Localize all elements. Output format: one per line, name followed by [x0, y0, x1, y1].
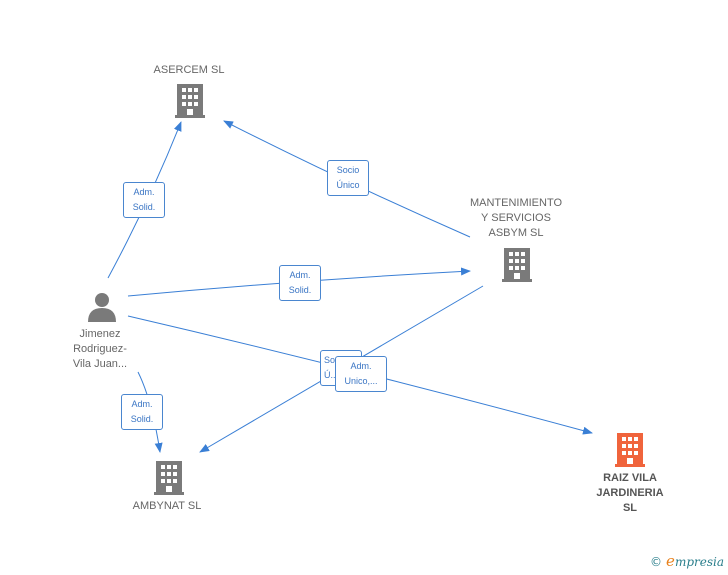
raiz-name-line-2[interactable]: JARDINERIA — [596, 487, 664, 499]
edge-label-line: Adm. — [350, 361, 372, 371]
person-label[interactable]: Jimenez Rodriguez- Vila Juan... — [60, 327, 140, 372]
brand-name: mpresia — [674, 555, 724, 569]
edge-label-person-asercem[interactable]: Adm. Solid. — [123, 182, 165, 218]
copyright-symbol: © — [650, 555, 663, 569]
ambynat-label[interactable]: AMBYNAT SL — [117, 499, 217, 514]
edge-label-line: Solid. — [288, 285, 312, 295]
edge-label-line: Único — [336, 180, 360, 190]
person-name-line-1[interactable]: Jimenez — [79, 328, 121, 340]
edge-label-person-mantenimiento[interactable]: Adm. Solid. — [279, 265, 321, 301]
mantenimiento-name-line-3[interactable]: ASBYM SL — [488, 227, 544, 239]
raiz-label[interactable]: RAIZ VILA JARDINERIA SL — [580, 471, 680, 516]
edge-label-person-raiz[interactable]: Adm. Unico,... — [335, 356, 387, 392]
ambynat-building-icon[interactable] — [154, 461, 184, 495]
edge-label-mantenimiento-asercem[interactable]: Socio Único — [327, 160, 369, 196]
asercem-building-icon[interactable] — [175, 84, 205, 118]
person-name-line-3[interactable]: Vila Juan... — [72, 358, 128, 370]
edge-label-line: Solid. — [132, 202, 156, 212]
edge-label-line: Adm. — [289, 270, 311, 280]
edge-label-line: Solid. — [130, 414, 154, 424]
edge-label-person-ambynat[interactable]: Adm. Solid. — [121, 394, 163, 430]
edge-label-line: Unico,... — [344, 376, 378, 386]
raiz-building-icon[interactable] — [615, 433, 645, 467]
edge-label-line: Socio — [336, 165, 360, 175]
ambynat-name[interactable]: AMBYNAT SL — [132, 500, 202, 512]
mantenimiento-name-line-2[interactable]: Y SERVICIOS — [481, 212, 551, 224]
person-name-line-2[interactable]: Rodriguez- — [73, 343, 127, 355]
edge-label-line: Adm. — [131, 399, 153, 409]
edge-label-line: Ú... — [324, 370, 339, 380]
mantenimiento-label[interactable]: MANTENIMIENTO Y SERVICIOS ASBYM SL — [460, 196, 572, 241]
mantenimiento-building-icon[interactable] — [502, 248, 532, 282]
edge-label-line: Adm. — [133, 187, 155, 197]
mantenimiento-name-line-1[interactable]: MANTENIMIENTO — [469, 197, 563, 209]
empresia-logo: ©empresia — [650, 552, 724, 570]
person-icon[interactable] — [88, 293, 116, 322]
raiz-name-line-1[interactable]: RAIZ VILA — [603, 472, 657, 484]
asercem-label[interactable]: ASERCEM SL — [139, 63, 239, 78]
asercem-name[interactable]: ASERCEM SL — [153, 64, 225, 76]
brand-initial: e — [666, 552, 675, 570]
raiz-name-line-3[interactable]: SL — [622, 502, 638, 514]
